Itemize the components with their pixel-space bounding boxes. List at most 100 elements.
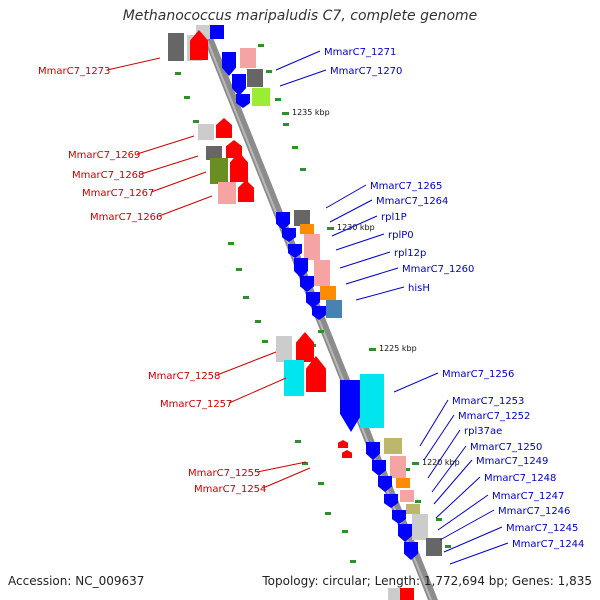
- right-gene-label[interactable]: MmarC7_1245: [506, 523, 578, 534]
- gene-mmarc7-1270-block[interactable]: [247, 69, 263, 87]
- track-dash: [184, 96, 190, 99]
- feature-bottom-partial[interactable]: [400, 588, 414, 600]
- gene-hish-blue[interactable]: [326, 300, 342, 318]
- left-gene-label[interactable]: MmarC7_1258: [148, 371, 220, 382]
- label-leader-line: [136, 135, 195, 155]
- right-gene-label[interactable]: MmarC7_1260: [402, 264, 474, 275]
- gene-mmarc7-1260[interactable]: [300, 276, 314, 292]
- gene-mmarc7-1270-green[interactable]: [252, 88, 270, 106]
- gene-mmarc7-1271[interactable]: [222, 52, 236, 76]
- left-gene-label[interactable]: MmarC7_1269: [68, 150, 140, 161]
- gene-rpl12p[interactable]: [294, 258, 308, 278]
- gene-mmarc7-1252-block[interactable]: [390, 456, 406, 478]
- label-leader-line: [106, 57, 161, 71]
- gene-rpl1p-block[interactable]: [300, 224, 314, 234]
- gene-mmarc7-1270[interactable]: [232, 74, 246, 96]
- right-gene-label[interactable]: MmarC7_1247: [492, 491, 564, 502]
- scale-tick-label: 1220 kbp: [422, 458, 460, 467]
- accession-text: Accession: NC_009637: [8, 574, 145, 588]
- gene-mmarc7-1250-block[interactable]: [400, 490, 414, 502]
- gene-mmarc7-1253[interactable]: [366, 442, 380, 460]
- label-leader-line: [275, 50, 321, 71]
- right-gene-label[interactable]: hisH: [408, 283, 430, 294]
- left-gene-label[interactable]: MmarC7_1255: [188, 468, 260, 479]
- scale-tick-label: 1230 kbp: [337, 223, 375, 232]
- right-gene-label[interactable]: MmarC7_1256: [442, 369, 514, 380]
- gene-mmarc7-1247-block[interactable]: [412, 514, 428, 540]
- gene-mmarc7-1273-block[interactable]: [168, 33, 184, 61]
- gene-hish[interactable]: [306, 292, 320, 308]
- gene-rplp0[interactable]: [288, 244, 302, 258]
- right-gene-label[interactable]: rpl12p: [394, 248, 426, 259]
- gene-mmarc7-1267[interactable]: [230, 152, 248, 182]
- gene-mmarc7-1255[interactable]: [338, 440, 348, 448]
- track-dash: [243, 296, 249, 299]
- gene-mmarc7-1252[interactable]: [372, 460, 386, 476]
- gene-mmarc7-1245[interactable]: [404, 542, 418, 560]
- gene-mmarc7-1268-block[interactable]: [206, 146, 222, 160]
- genome-summary-text: Topology: circular; Length: 1,772,694 bp…: [262, 574, 592, 588]
- gene-mmarc7-1269-block[interactable]: [198, 124, 214, 140]
- gene-rplp0-block[interactable]: [304, 234, 320, 260]
- right-gene-label[interactable]: MmarC7_1253: [452, 396, 524, 407]
- gene-mmarc7-1270b[interactable]: [236, 94, 250, 108]
- gene-mmarc7-1258[interactable]: [296, 332, 314, 362]
- track-dash: [283, 123, 289, 126]
- gene-mmarc7-1267-block[interactable]: [210, 158, 228, 184]
- right-gene-label[interactable]: MmarC7_1271: [324, 47, 396, 58]
- right-gene-label[interactable]: rpl1P: [381, 212, 407, 223]
- track-dash: [266, 70, 272, 73]
- right-gene-label[interactable]: MmarC7_1264: [376, 196, 448, 207]
- label-leader-line: [419, 399, 449, 447]
- gene-mmarc7-1249-block[interactable]: [406, 504, 420, 514]
- gene-hish-block[interactable]: [320, 286, 336, 300]
- right-gene-label[interactable]: MmarC7_1252: [458, 411, 530, 422]
- feature-top-partial[interactable]: [210, 25, 224, 39]
- gene-mmarc7-1256-block[interactable]: [360, 374, 384, 428]
- right-gene-label[interactable]: rplP0: [388, 230, 414, 241]
- gene-mmarc7-1266[interactable]: [238, 180, 254, 202]
- gene-mmarc7-1257[interactable]: [306, 356, 326, 392]
- gene-hish-b[interactable]: [312, 306, 326, 320]
- gene-mmarc7-1253-block[interactable]: [384, 438, 402, 454]
- left-gene-label[interactable]: MmarC7_1254: [194, 484, 266, 495]
- gene-mmarc7-1254[interactable]: [342, 450, 352, 458]
- gene-mmarc7-1250[interactable]: [384, 494, 398, 508]
- gene-mmarc7-1264-block[interactable]: [294, 210, 310, 226]
- right-gene-label[interactable]: MmarC7_1265: [370, 181, 442, 192]
- track-dash: [318, 330, 324, 333]
- right-gene-label[interactable]: rpl37ae: [464, 426, 502, 437]
- gene-mmarc7-1266-block[interactable]: [218, 182, 236, 204]
- gene-mmarc7-1269[interactable]: [216, 118, 232, 138]
- right-gene-label[interactable]: MmarC7_1270: [330, 66, 402, 77]
- gene-rpl1p[interactable]: [282, 228, 296, 242]
- left-gene-label[interactable]: MmarC7_1273: [38, 66, 110, 77]
- label-leader-line: [339, 251, 391, 269]
- gene-rpl37ae[interactable]: [378, 476, 392, 492]
- feature-bottom-partial[interactable]: [388, 588, 400, 600]
- right-gene-label[interactable]: MmarC7_1244: [512, 539, 584, 550]
- gene-mmarc7-1244-block[interactable]: [426, 538, 442, 556]
- label-leader-line: [158, 195, 213, 217]
- right-gene-label[interactable]: MmarC7_1248: [484, 473, 556, 484]
- left-gene-label[interactable]: MmarC7_1267: [82, 188, 154, 199]
- left-gene-label[interactable]: MmarC7_1268: [72, 170, 144, 181]
- gene-mmarc7-1257-block[interactable]: [284, 360, 304, 396]
- gene-mmarc7-1271-block[interactable]: [240, 48, 256, 68]
- gene-mmarc7-1249[interactable]: [392, 510, 406, 524]
- left-gene-label[interactable]: MmarC7_1257: [160, 399, 232, 410]
- right-gene-label[interactable]: MmarC7_1246: [498, 506, 570, 517]
- gene-rpl37ae-block[interactable]: [396, 478, 410, 488]
- gene-mmarc7-1265[interactable]: [276, 212, 290, 230]
- label-leader-line: [439, 509, 495, 541]
- gene-mmarc7-1260-block[interactable]: [314, 260, 330, 286]
- right-gene-label[interactable]: MmarC7_1249: [476, 456, 548, 467]
- gene-mmarc7-1258-block[interactable]: [276, 336, 292, 362]
- right-gene-label[interactable]: MmarC7_1250: [470, 442, 542, 453]
- left-gene-label[interactable]: MmarC7_1266: [90, 212, 162, 223]
- gene-mmarc7-1256[interactable]: [340, 380, 362, 432]
- gene-mmarc7-1246[interactable]: [398, 524, 412, 542]
- track-dash: [300, 168, 306, 171]
- gene-mmarc7-1273[interactable]: [190, 30, 208, 60]
